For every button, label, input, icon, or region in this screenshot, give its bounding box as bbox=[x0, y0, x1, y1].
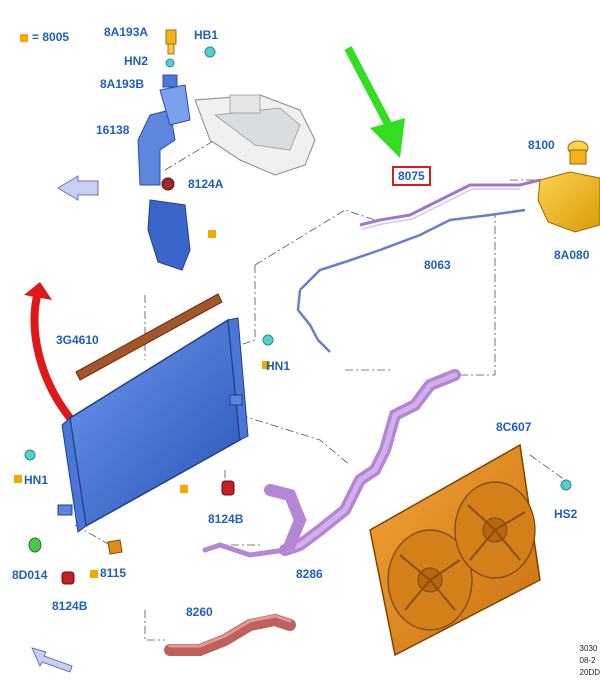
grommet-8124B-right bbox=[221, 480, 235, 496]
nut-HN1-upper bbox=[262, 334, 274, 346]
label-8260: 8260 bbox=[186, 605, 213, 619]
grommet-8124A bbox=[161, 177, 175, 191]
air-deflector bbox=[147, 199, 216, 271]
label-8124B-right: 8124B bbox=[208, 512, 244, 526]
coolant-tube-8063 bbox=[296, 208, 526, 353]
radiator bbox=[57, 317, 249, 533]
coolant-reservoir-8A080 bbox=[537, 140, 600, 233]
label-8286: 8286 bbox=[296, 567, 323, 581]
red-arrow-head bbox=[24, 282, 52, 300]
overflow-tube-8075 bbox=[359, 178, 541, 230]
fan-shroud-8C607 bbox=[369, 443, 541, 657]
label-HB1: HB1 bbox=[194, 28, 219, 42]
label-8075: 8075 bbox=[392, 166, 431, 186]
label-8A193B: 8A193B bbox=[100, 77, 145, 91]
bleeder-screw-8A193A bbox=[165, 29, 177, 55]
label-8124A: 8124A bbox=[188, 177, 224, 191]
label-8A080: 8A080 bbox=[554, 248, 590, 262]
marker-HN1-lower bbox=[14, 475, 22, 483]
label-HN1-lower: HN1 bbox=[24, 473, 49, 487]
reference-line-2: 08-2 bbox=[579, 656, 596, 665]
label-8A193A: 8A193A bbox=[104, 25, 149, 39]
label-HN2: HN2 bbox=[124, 54, 149, 68]
green-arrow bbox=[344, 46, 405, 158]
label-HN1-upper: HN1 bbox=[266, 359, 291, 373]
nut-HN2 bbox=[165, 58, 175, 68]
grey-bracket bbox=[194, 94, 316, 176]
label-8C607: 8C607 bbox=[496, 420, 532, 434]
seal-8A193B bbox=[162, 74, 178, 88]
label-8115: 8115 bbox=[100, 566, 127, 580]
marker-HN1-upper bbox=[262, 361, 270, 369]
nut-HN1-lower bbox=[24, 449, 36, 461]
legend: = 8005 bbox=[20, 30, 69, 44]
seal-strip-3G4610 bbox=[75, 293, 223, 381]
reference-code: 3030 08-2 20DD bbox=[580, 643, 600, 679]
reference-line-3: 20DD bbox=[579, 668, 600, 677]
bolt-HB1 bbox=[204, 46, 216, 58]
lower-hose-8260 bbox=[164, 613, 296, 656]
mounting-bracket-16138 bbox=[137, 84, 191, 186]
label-8D014: 8D014 bbox=[12, 568, 48, 582]
lower-hose-8260-highlight bbox=[168, 614, 292, 648]
reference-line-1: 3030 bbox=[579, 644, 598, 653]
label-HS2: HS2 bbox=[554, 507, 578, 521]
legend-text: = 8005 bbox=[32, 30, 70, 44]
label-3G4610: 3G4610 bbox=[56, 333, 99, 347]
grommet-8124B-left bbox=[61, 571, 75, 585]
drain-plug-8D014 bbox=[28, 537, 42, 553]
label-8124B-left: 8124B bbox=[52, 599, 88, 613]
upper-hose-8286 bbox=[202, 369, 461, 558]
label-16138: 16138 bbox=[96, 123, 130, 137]
label-8063: 8063 bbox=[424, 258, 451, 272]
clip-8115 bbox=[107, 539, 123, 555]
direction-arrow-bottom bbox=[31, 647, 73, 673]
bolt-HS2 bbox=[560, 479, 572, 491]
label-8100: 8100 bbox=[528, 138, 555, 152]
legend-swatch bbox=[20, 33, 28, 42]
direction-arrow-top bbox=[57, 175, 99, 201]
marker-8115 bbox=[90, 570, 98, 578]
red-curved-arrow bbox=[30, 290, 74, 421]
